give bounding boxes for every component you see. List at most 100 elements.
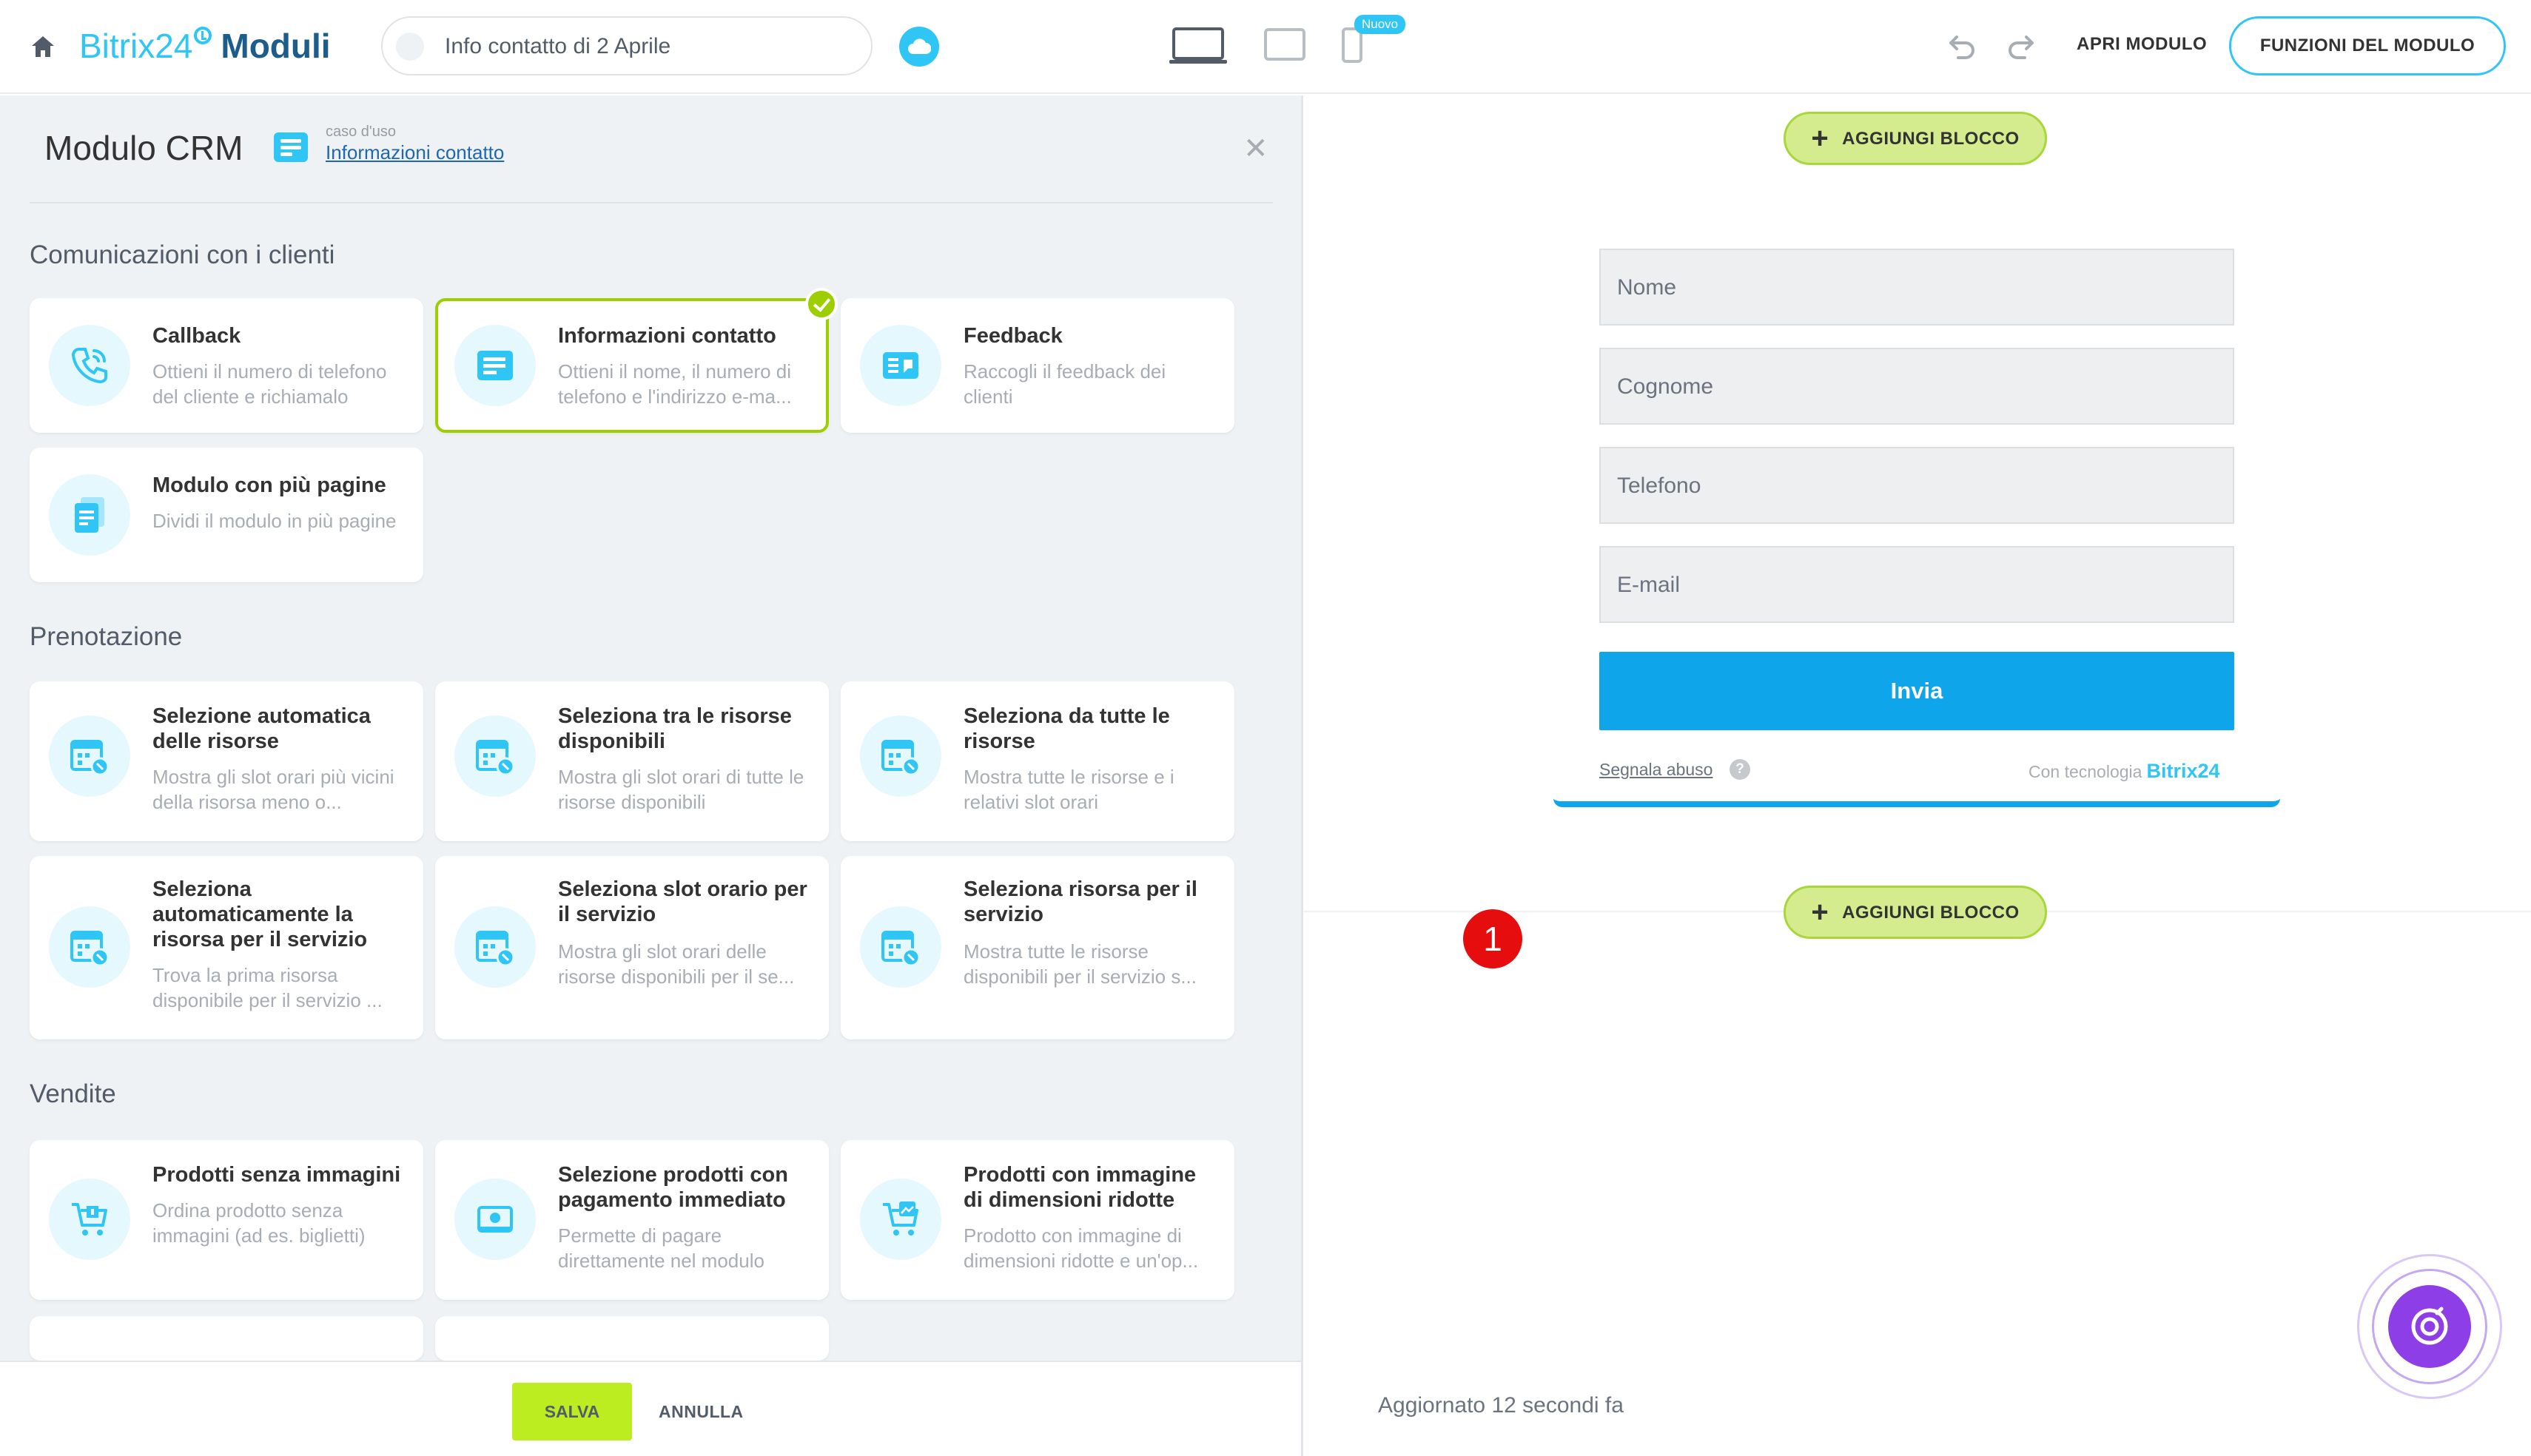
card-contact-info[interactable]: Informazioni contatto Ottieni il nome, i…	[435, 298, 829, 433]
new-badge: Nuovo	[1354, 15, 1406, 34]
card-partial[interactable]	[435, 1316, 829, 1361]
desktop-view-icon[interactable]	[1169, 27, 1227, 65]
calendar-icon	[454, 906, 536, 988]
template-panel: Modulo CRM caso d'uso Informazioni conta…	[0, 95, 1301, 1361]
card-resource[interactable]: Seleziona slot orario per il servizio Mo…	[435, 856, 829, 1039]
card-title: Modulo con più pagine	[152, 473, 386, 497]
brand-name: Bitrix24	[79, 27, 193, 65]
phone-icon	[49, 325, 130, 406]
card-description: Prodotto con immagine di dimensioni rido…	[964, 1224, 1199, 1272]
cart-image-icon	[860, 1179, 941, 1260]
close-icon[interactable]: ✕	[1243, 132, 1268, 165]
panel-header: Modulo CRM caso d'uso Informazioni conta…	[30, 95, 1273, 203]
email-field[interactable]: E-mail	[1599, 546, 2234, 623]
report-abuse-link[interactable]: Segnala abuso	[1599, 760, 1713, 779]
card-callback[interactable]: Callback Ottieni il numero di telefono d…	[30, 298, 423, 433]
calendar-icon	[860, 906, 941, 988]
card-title: Prodotti con immagine di dimensioni rido…	[964, 1163, 1197, 1212]
form-title-value: Info contatto di 2 Aprile	[445, 34, 671, 58]
surname-field[interactable]: Cognome	[1599, 348, 2234, 425]
calendar-icon	[860, 715, 941, 797]
powered-by-brand: Bitrix24	[2146, 760, 2220, 782]
field-label: Cognome	[1617, 374, 1714, 399]
panel-divider[interactable]	[1301, 95, 1303, 1456]
card-description: Permette di pagare direttamente nel modu…	[558, 1224, 764, 1272]
card-resource[interactable]: Seleziona da tutte le risorse Mostra tut…	[841, 681, 1234, 841]
card-feedback[interactable]: Feedback Raccogli il feedback dei client…	[841, 298, 1234, 433]
card-description: Mostra gli slot orari delle risorse disp…	[558, 940, 795, 988]
submit-button[interactable]: Invia	[1599, 652, 2234, 730]
multipage-icon	[49, 474, 130, 556]
panel-title: Modulo CRM	[44, 129, 243, 167]
mobile-view-icon[interactable]	[1341, 27, 1363, 64]
add-block-label: AGGIUNGI BLOCCO	[1842, 903, 2020, 923]
copilot-ring	[2357, 1254, 2502, 1399]
card-description: Mostra tutte le risorse e i relativi slo…	[964, 766, 1174, 813]
use-case-link[interactable]: Informazioni contatto	[326, 141, 505, 164]
card-title: Seleziona tra le risorse disponibili	[558, 704, 792, 753]
card-description: Dividi il modulo in più pagine	[152, 510, 397, 532]
cart-icon	[49, 1179, 130, 1260]
card-description: Ordina prodotto senza immagini (ad es. b…	[152, 1199, 366, 1247]
payment-icon	[454, 1179, 536, 1260]
updated-status: Aggiornato 12 secondi fa	[1378, 1393, 1624, 1418]
card-products[interactable]: Prodotti senza immagini Ordina prodotto …	[30, 1140, 423, 1300]
name-field[interactable]: Nome	[1599, 249, 2234, 326]
card-title: Callback	[152, 324, 241, 348]
use-case-label: caso d'uso	[326, 124, 396, 140]
tablet-view-icon[interactable]	[1264, 28, 1305, 61]
add-block-label: AGGIUNGI BLOCCO	[1842, 129, 2020, 149]
footer-actions: SALVA ANNULLA	[0, 1361, 1301, 1456]
field-label: Telefono	[1617, 473, 1701, 498]
form-title-field[interactable]: Info contatto di 2 Aprile	[381, 16, 873, 75]
card-products[interactable]: Prodotti con immagine di dimensioni rido…	[841, 1140, 1234, 1300]
card-resource[interactable]: Seleziona tra le risorse disponibili Mos…	[435, 681, 829, 841]
card-title: Seleziona da tutte le risorse	[964, 704, 1170, 753]
card-title: Feedback	[964, 324, 1063, 348]
home-icon[interactable]	[30, 34, 56, 59]
copilot-ring	[2372, 1269, 2487, 1384]
form-bottom-border	[1553, 798, 2280, 807]
card-multipage[interactable]: Modulo con più pagine Dividi il modulo i…	[30, 448, 423, 582]
open-form-link[interactable]: APRI MODULO	[2077, 34, 2208, 54]
card-description: Ottieni il nome, il numero di telefono e…	[558, 360, 792, 408]
phone-field[interactable]: Telefono	[1599, 447, 2234, 524]
cancel-button[interactable]: ANNULLA	[659, 1402, 744, 1421]
add-block-button[interactable]: + AGGIUNGI BLOCCO	[1784, 886, 2047, 939]
selected-check-icon	[805, 288, 838, 320]
card-title: Prodotti senza immagini	[152, 1163, 401, 1187]
top-bar: Bitrix24 Moduli Info contatto di 2 Aprile…	[0, 0, 2531, 94]
card-description: Trova la prima risorsa disponibile per i…	[152, 964, 383, 1011]
card-description: Mostra gli slot orari più vicini della r…	[152, 766, 394, 813]
clock-icon	[194, 27, 212, 44]
copilot-icon[interactable]	[2388, 1285, 2471, 1368]
card-description: Ottieni il numero di telefono del client…	[152, 360, 387, 408]
card-description: Mostra tutte le risorse disponibili per …	[964, 940, 1197, 988]
cloud-save-icon[interactable]	[899, 27, 939, 67]
undo-icon[interactable]	[1946, 33, 1977, 61]
add-block-button[interactable]: +AGGIUNGI BLOCCO	[1784, 112, 2047, 165]
brand-logo[interactable]: Bitrix24 Moduli	[79, 24, 331, 68]
redo-icon[interactable]	[2006, 33, 2037, 61]
calendar-icon	[49, 715, 130, 797]
card-resource[interactable]: Seleziona risorsa per il servizio Mostra…	[841, 856, 1234, 1039]
card-title: Seleziona risorsa per il servizio	[964, 877, 1197, 926]
field-label: Nome	[1617, 275, 1677, 300]
card-resource[interactable]: Seleziona automaticamente la risorsa per…	[30, 856, 423, 1039]
save-button[interactable]: SALVA	[512, 1383, 632, 1440]
field-label: E-mail	[1617, 573, 1681, 597]
plus-icon: +	[1811, 896, 1829, 928]
section-title: Vendite	[30, 1079, 116, 1108]
powered-by-label: Con tecnologia	[2029, 762, 2142, 781]
card-products[interactable]: Selezione prodotti con pagamento immedia…	[435, 1140, 829, 1300]
form-preview: + AGGIUNGI BLOCCO Nome Cognome Telefono E…	[1303, 95, 2531, 1456]
form-functions-button[interactable]: FUNZIONI DEL MODULO	[2229, 16, 2506, 75]
card-description: Mostra gli slot orari di tutte le risors…	[558, 766, 804, 813]
card-partial[interactable]	[30, 1316, 423, 1361]
section-title: Prenotazione	[30, 622, 183, 651]
card-title: Seleziona automaticamente la risorsa per…	[152, 877, 368, 951]
card-resource[interactable]: Selezione automatica delle risorse Mostr…	[30, 681, 423, 841]
section-name: Moduli	[221, 27, 331, 65]
help-icon[interactable]: ?	[1730, 759, 1750, 780]
